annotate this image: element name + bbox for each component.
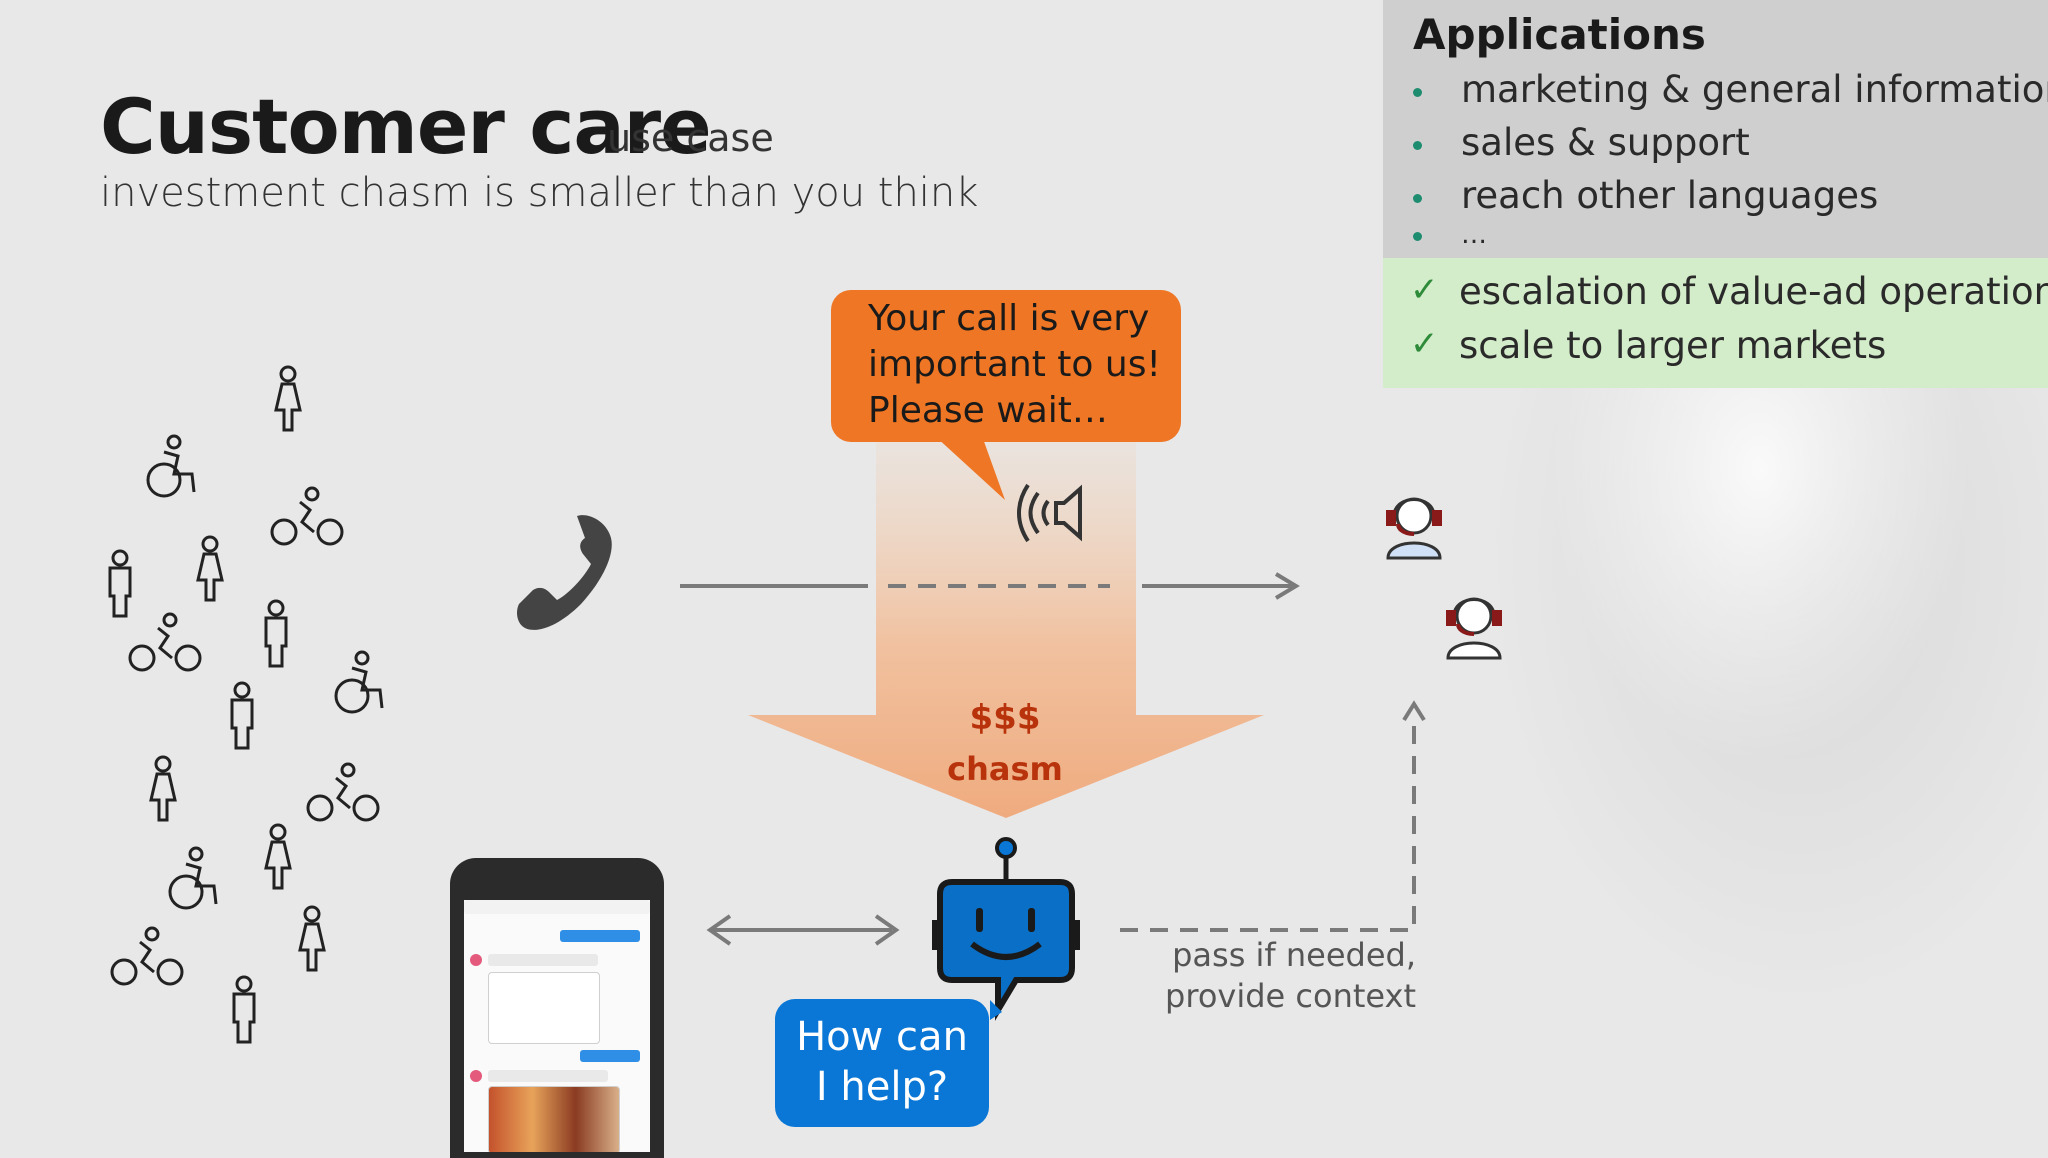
bullet-dot (1413, 141, 1422, 150)
person-icon (196, 535, 224, 602)
chasm-arrow (748, 440, 1264, 818)
status-bar (464, 900, 650, 914)
bot-greeting-line: I help? (815, 1064, 949, 1110)
cyclist-icon (270, 486, 344, 546)
hold-bubble-tail (935, 436, 1005, 500)
person-icon (298, 905, 326, 972)
person-icon (230, 681, 254, 750)
bot-avatar (470, 1070, 482, 1082)
hold-message-line: Please wait… (868, 390, 1108, 431)
person-icon (149, 755, 177, 822)
hold-message-line: important to us! (868, 344, 1161, 385)
wheelchair-icon (168, 846, 218, 910)
cyclist-icon (128, 612, 202, 672)
hold-message-line: Your call is very (868, 298, 1150, 339)
cyclist-icon (110, 926, 184, 986)
title-suffix: use case (607, 116, 774, 160)
hold-message-text: Your call is very important to us! Pleas… (868, 296, 1188, 434)
chat-bubble-bot (488, 1070, 608, 1082)
person-icon (264, 599, 288, 668)
page-title: Customer care (100, 82, 712, 171)
person-icon (274, 365, 302, 432)
applications-heading: Applications (1413, 10, 1706, 59)
chasm-cost-label: $$$ (969, 698, 1041, 738)
chat-arrowhead-left (706, 914, 732, 946)
bullet-dot (1413, 194, 1422, 203)
bullet-dot (1413, 88, 1422, 97)
customer-crowd (108, 365, 384, 1044)
wheelchair-icon (146, 434, 196, 498)
application-item: sales & support (1461, 121, 1750, 164)
chat-options-card (488, 972, 600, 1044)
escalation-arrowhead (1402, 700, 1426, 722)
applications-panel (1383, 0, 2048, 258)
application-item: marketing & general information (1461, 68, 2048, 111)
application-check-item: escalation of value-ad operations (1459, 270, 2048, 313)
speaker-icon (1017, 483, 1082, 543)
page-subtitle: investment chasm is smaller than you thi… (100, 170, 979, 216)
phone-handset-icon (517, 515, 612, 630)
person-icon (232, 975, 256, 1044)
check-icon: ✓ (1410, 324, 1439, 364)
application-item: reach other languages (1461, 174, 1879, 217)
hold-message-bubble (831, 290, 1181, 442)
chat-image-card (488, 1086, 620, 1152)
person-icon (108, 549, 132, 618)
escalation-note: pass if needed, provide context (1100, 935, 1416, 1017)
chat-screen (464, 900, 650, 1152)
headset-agent-icon (1386, 497, 1442, 560)
chat-bubble-user (580, 1050, 640, 1062)
bot-greeting-line: How can (796, 1014, 968, 1060)
bot-bubble-tail (990, 1000, 1002, 1020)
escalation-path (1120, 716, 1416, 932)
wheelchair-icon (334, 650, 384, 714)
check-icon: ✓ (1410, 270, 1439, 310)
escalation-line: pass if needed, (1172, 936, 1416, 974)
chat-bubble-bot (488, 954, 598, 966)
person-icon (264, 823, 292, 890)
bot-avatar (470, 954, 482, 966)
application-check-item: scale to larger markets (1459, 324, 1887, 367)
application-item: … (1461, 220, 1487, 250)
chat-arrowhead-right (874, 914, 900, 946)
chatbot-icon (932, 837, 1080, 1021)
chasm-label: chasm (947, 750, 1063, 788)
bullet-dot (1413, 232, 1422, 241)
chat-bubble-user (560, 930, 640, 942)
bot-greeting-bubble (775, 999, 989, 1127)
call-arrowhead (1274, 572, 1300, 600)
applications-highlight (1383, 258, 2048, 388)
bot-greeting-text: How can I help? (775, 1012, 989, 1112)
cyclist-icon (306, 762, 380, 822)
headset-agent-icon (1446, 597, 1502, 660)
escalation-line: provide context (1165, 977, 1416, 1015)
